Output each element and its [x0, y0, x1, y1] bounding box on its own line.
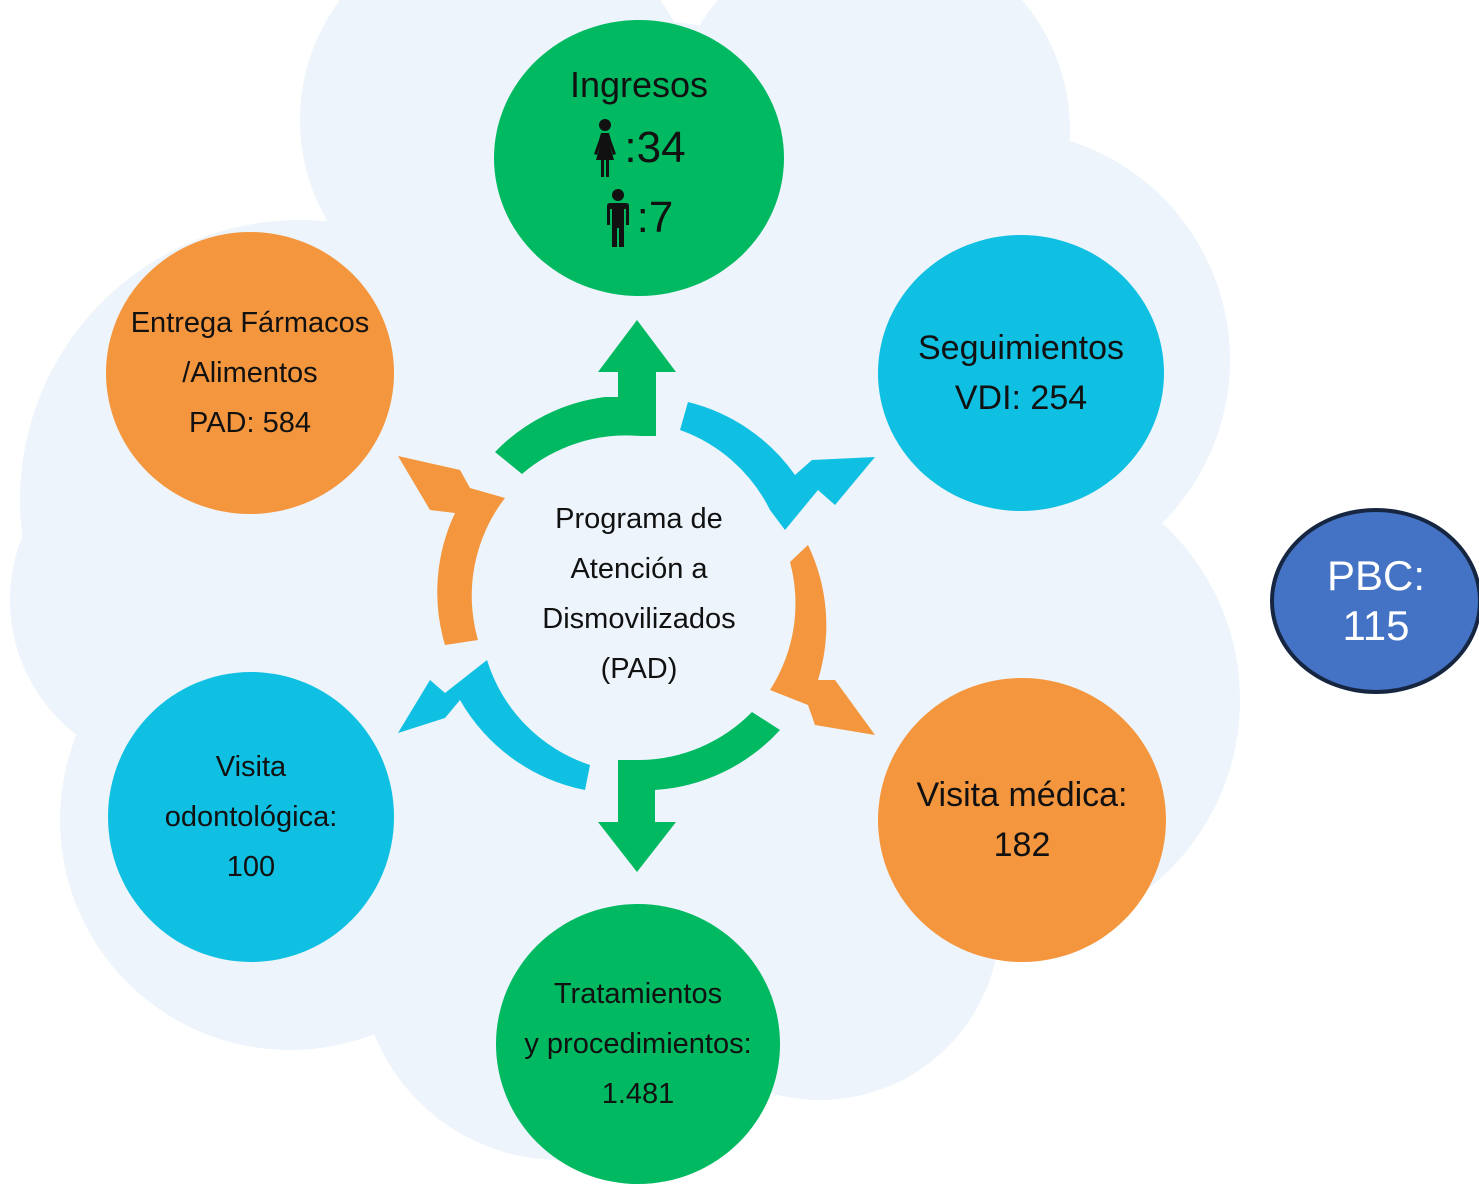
node-seguimientos: Seguimientos VDI: 254	[878, 235, 1164, 511]
node-tratamientos: Tratamientos y procedimientos: 1.481	[496, 904, 780, 1184]
male-person-icon	[606, 189, 629, 247]
visita-odonto-line-3: 100	[226, 851, 276, 883]
tratamientos-line-3: 1.481	[601, 1078, 675, 1110]
visita-odonto-line-1: Visita	[215, 751, 287, 783]
seguimientos-line-1: Seguimientos	[917, 329, 1124, 367]
node-visita-medica: Visita médica: 182	[878, 678, 1166, 962]
orange-arrow-segment-right	[770, 545, 875, 735]
node-entrega-farmacos: Entrega Fármacos /Alimentos PAD: 584	[106, 232, 394, 514]
visita-medica-line-1: Visita médica:	[916, 776, 1128, 814]
ingresos-female-row: :34	[592, 113, 686, 183]
orange-arrow-segment-left	[398, 456, 505, 645]
arrow-ring	[398, 320, 875, 872]
center-line-2: Atención a	[570, 553, 708, 585]
entrega-line-2: /Alimentos	[182, 357, 318, 389]
green-arrow-segment-top	[495, 320, 676, 474]
visita-odonto-line-2: odontológica:	[164, 801, 338, 833]
ingresos-male-count: :7	[636, 193, 674, 242]
ingresos-male-row: :7	[605, 183, 674, 253]
center-line-1: Programa de	[555, 503, 723, 535]
center-label-program-pad: Programa de Atención a Dismovilizados (P…	[484, 494, 794, 694]
center-line-4: (PAD)	[600, 653, 678, 685]
visita-medica-line-2: 182	[993, 826, 1051, 864]
entrega-line-3: PAD: 584	[189, 407, 311, 439]
seguimientos-line-2: VDI: 254	[954, 379, 1088, 417]
pbc-line-2: 115	[1342, 602, 1410, 649]
entrega-line-1: Entrega Fármacos	[130, 307, 370, 339]
female-person-icon	[594, 119, 617, 177]
ingresos-title: Ingresos	[569, 64, 709, 105]
pbc-line-1: PBC:	[1326, 552, 1426, 599]
green-arrow-segment-bottom	[598, 712, 780, 872]
node-ingresos: Ingresos :34 :7	[494, 20, 784, 296]
blue-arrow-segment-top-right	[680, 402, 875, 530]
ingresos-female-count: :34	[624, 123, 686, 172]
blue-arrow-segment-bottom-left	[398, 660, 590, 790]
tratamientos-line-1: Tratamientos	[553, 978, 723, 1010]
tratamientos-line-2: y procedimientos:	[524, 1028, 752, 1060]
center-line-3: Dismovilizados	[542, 603, 736, 635]
node-visita-odontologica: Visita odontológica: 100	[108, 672, 394, 962]
pbc-badge: PBC: 115	[1270, 508, 1479, 694]
